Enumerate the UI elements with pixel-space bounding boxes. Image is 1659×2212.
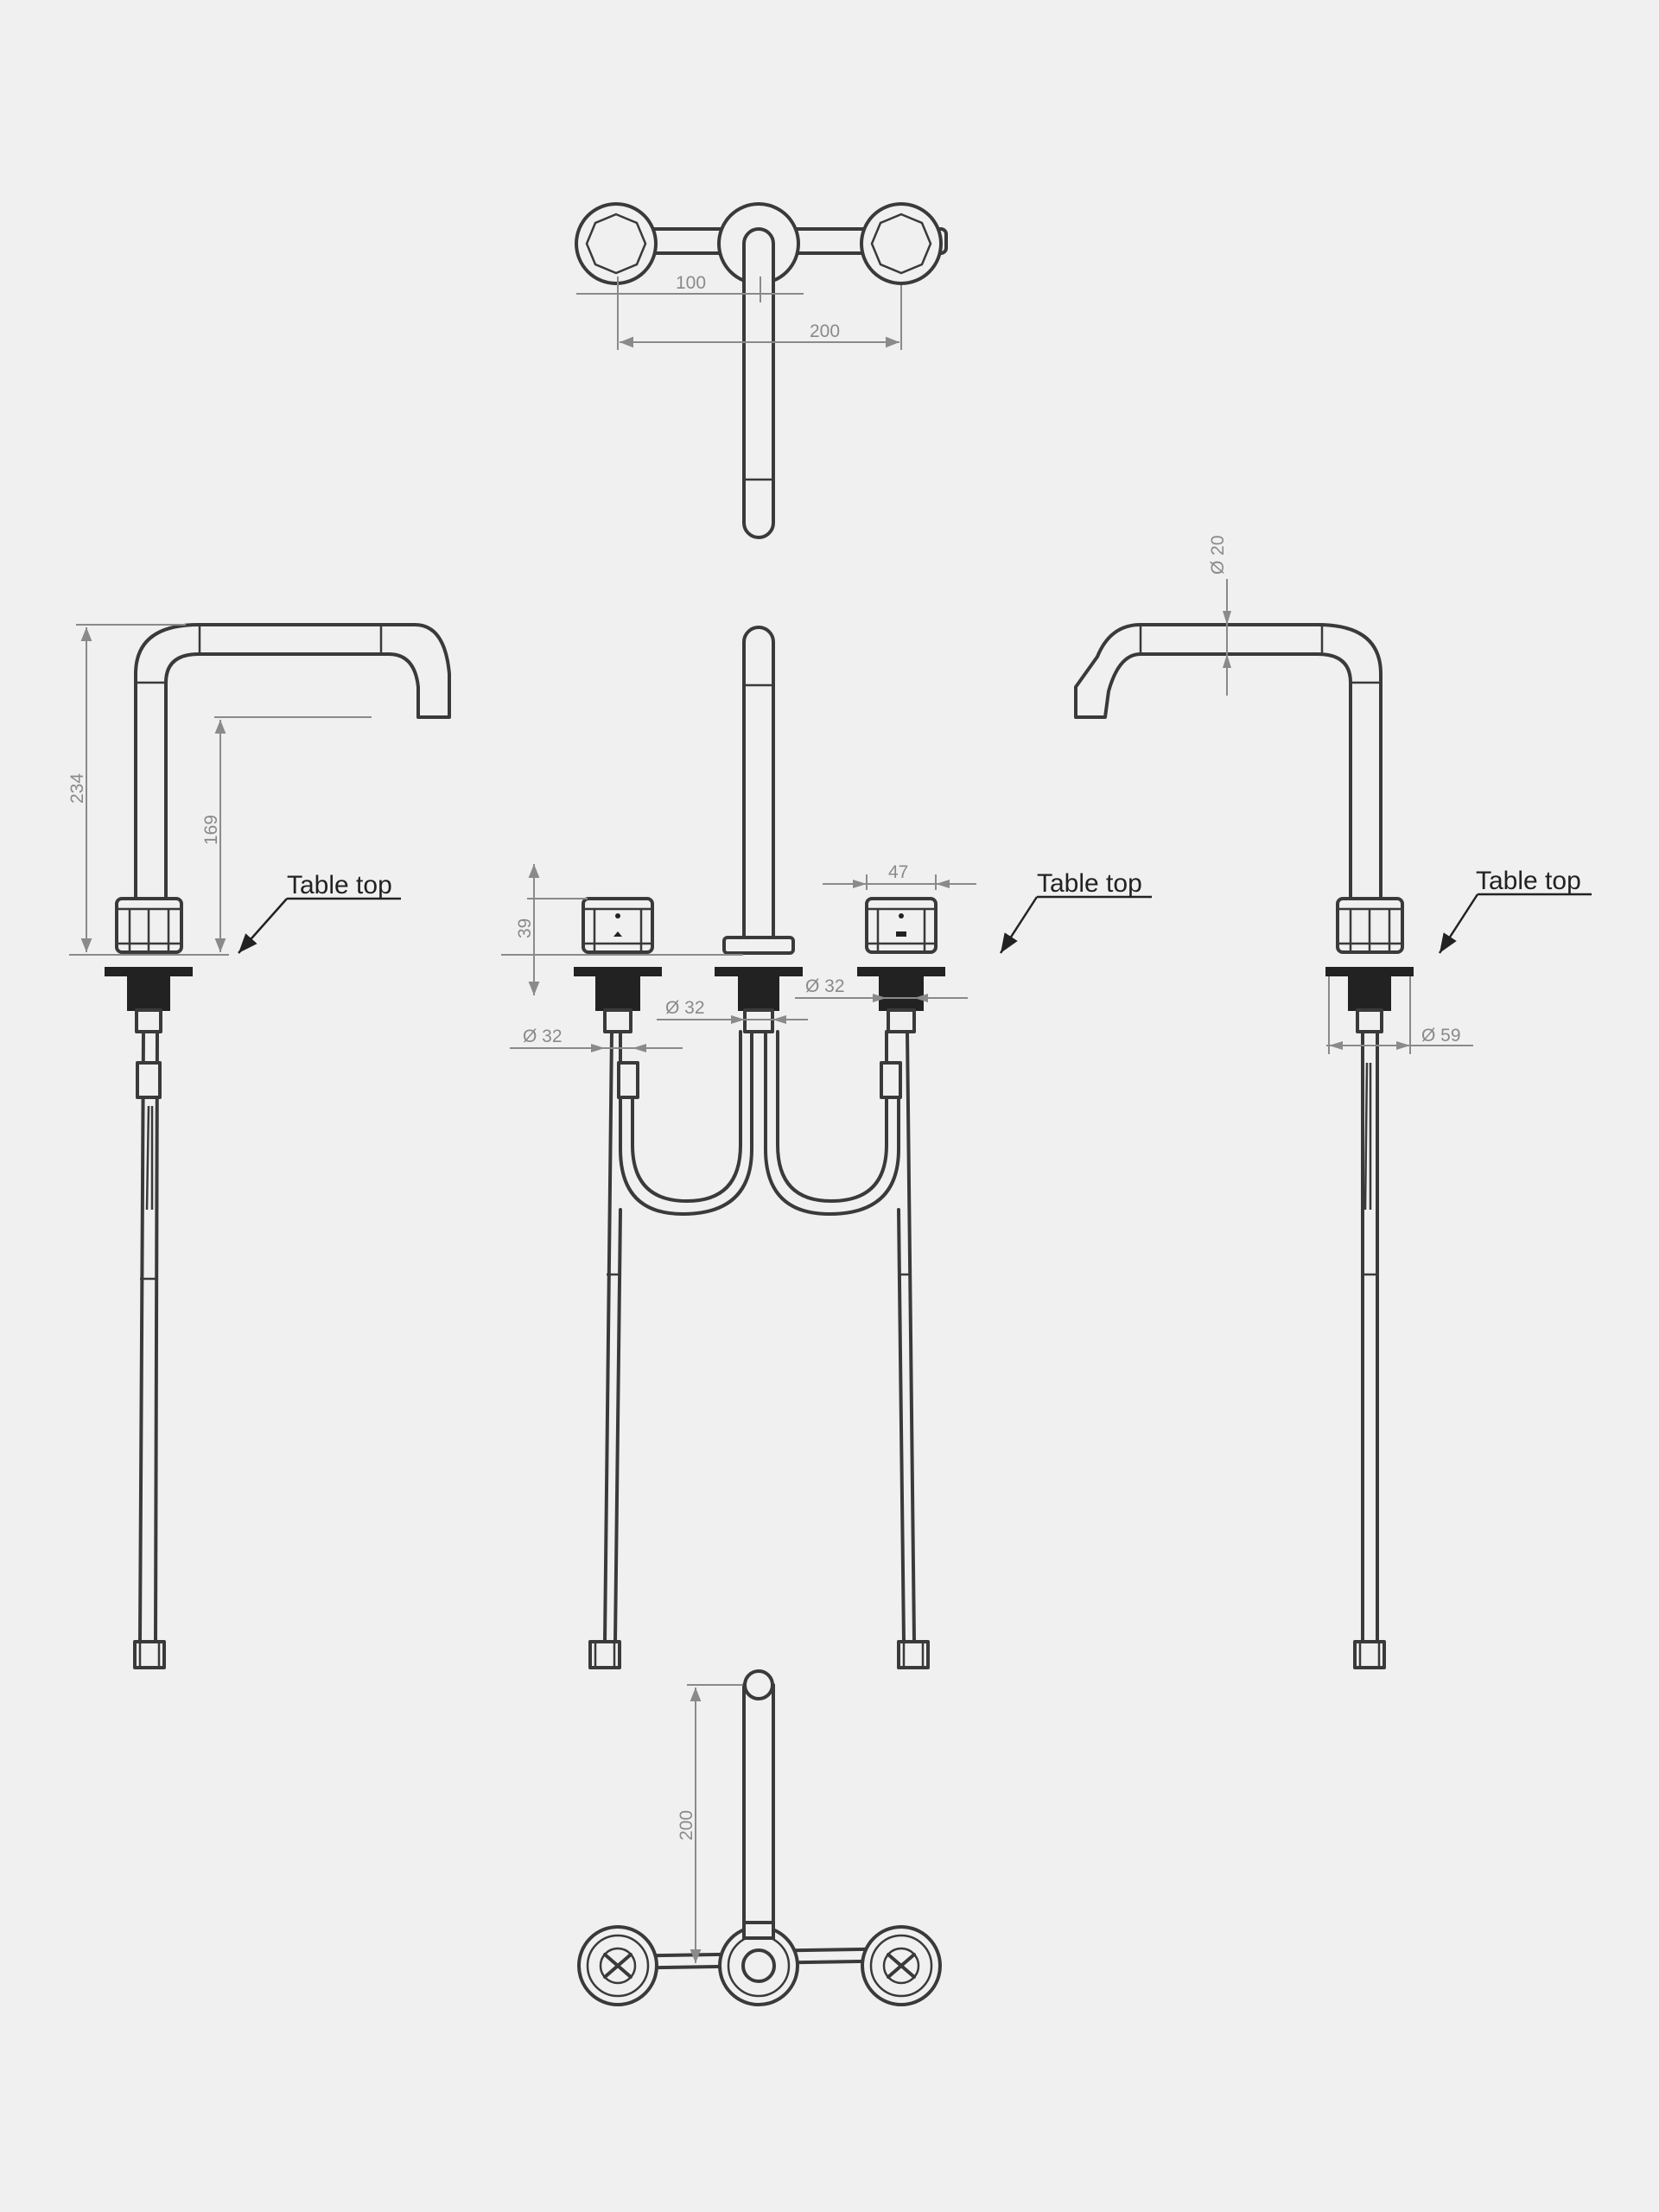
front-view-right-u-hose-outer: [764, 1030, 900, 1216]
right-view-spout: [1074, 623, 1382, 900]
dim-bottom-200: 200: [677, 1684, 743, 1963]
top-view: 100 200: [575, 202, 948, 539]
dim-right-d59-text: Ø 59: [1421, 1026, 1461, 1046]
front-view-left-u-hose-outer: [619, 1030, 753, 1216]
top-view-right-handle: [860, 202, 943, 285]
right-view-base-nut: [1336, 897, 1404, 954]
bottom-view-left-valve: [577, 1925, 658, 2006]
dim-top-200-text: 200: [810, 321, 840, 341]
top-view-spout-arm: [742, 227, 775, 539]
right-table-top-label: Table top: [1476, 867, 1581, 895]
dim-left-234: 234: [67, 624, 186, 952]
dim-front-middle-d32-text: Ø 32: [665, 998, 705, 1018]
left-view-shank-nut: [127, 975, 170, 1011]
top-view-left-handle: [575, 202, 658, 285]
dim-front-47: 47: [823, 862, 976, 890]
bottom-view-spout: [742, 1683, 775, 1929]
dim-top-100-text: 100: [676, 273, 706, 293]
front-view-left-hose-a: [603, 1030, 613, 1643]
front-table-top-callout: Table top: [999, 869, 1152, 954]
right-side-view: Ø 20 Ø 59 Table top: [1074, 535, 1592, 1669]
dim-left-169-text: 169: [201, 815, 221, 845]
front-table-top-label: Table top: [1037, 869, 1142, 898]
dim-front-47-text: 47: [888, 862, 908, 882]
dim-front-middle-d32: Ø 32: [657, 998, 808, 1024]
dim-front-39: 39: [501, 864, 743, 995]
right-view-flange: [1325, 967, 1414, 976]
bottom-view: 200: [577, 1669, 942, 2006]
dim-right-d59: Ø 59: [1326, 976, 1473, 1054]
front-view-right-hose-a: [897, 1208, 906, 1643]
left-view-flange: [105, 967, 193, 976]
left-table-top-callout: Table top: [238, 871, 401, 954]
front-view-right-u-hose-inner: [776, 1030, 888, 1203]
left-view-base-nut: [115, 897, 183, 954]
left-view-hose-a: [138, 1030, 145, 1643]
dim-bottom-200-text: 200: [677, 1810, 696, 1840]
dim-front-right-d32: Ø 32: [795, 976, 968, 1002]
left-side-view: 234 169 Table top: [67, 623, 451, 1669]
front-view-right-handle: [857, 897, 945, 1033]
left-view-hose-b: [154, 1030, 159, 1643]
front-view-spout-nut: [722, 936, 795, 955]
front-view-left-u-hose-inner: [631, 1030, 742, 1203]
dim-top-200: 200: [617, 285, 902, 350]
front-view-left-handle: [574, 897, 662, 1033]
front-view-spout: [742, 626, 775, 939]
bottom-view-spout-tip: [743, 1669, 774, 1700]
dim-right-d20-text: Ø 20: [1208, 535, 1228, 575]
front-view: 39 47 Ø 32 Ø 32 Ø: [501, 626, 1152, 1669]
right-table-top-callout: Table top: [1438, 867, 1592, 954]
dim-front-left-d32-text: Ø 32: [523, 1027, 563, 1046]
bottom-view-center-valve: [718, 1921, 799, 2006]
front-view-spout-flange: [715, 967, 803, 976]
dim-left-234-text: 234: [67, 773, 87, 804]
dim-top-100: 100: [576, 273, 804, 302]
dim-front-39-text: 39: [515, 918, 535, 938]
bottom-view-right-valve: [861, 1925, 942, 2006]
dim-right-d20: Ø 20: [1208, 535, 1231, 696]
dim-front-right-d32-text: Ø 32: [805, 976, 845, 996]
left-table-top-label: Table top: [287, 871, 392, 899]
dim-left-169: 169: [69, 716, 372, 956]
dim-front-left-d32: Ø 32: [510, 1027, 683, 1052]
left-view-spout: [134, 623, 451, 900]
